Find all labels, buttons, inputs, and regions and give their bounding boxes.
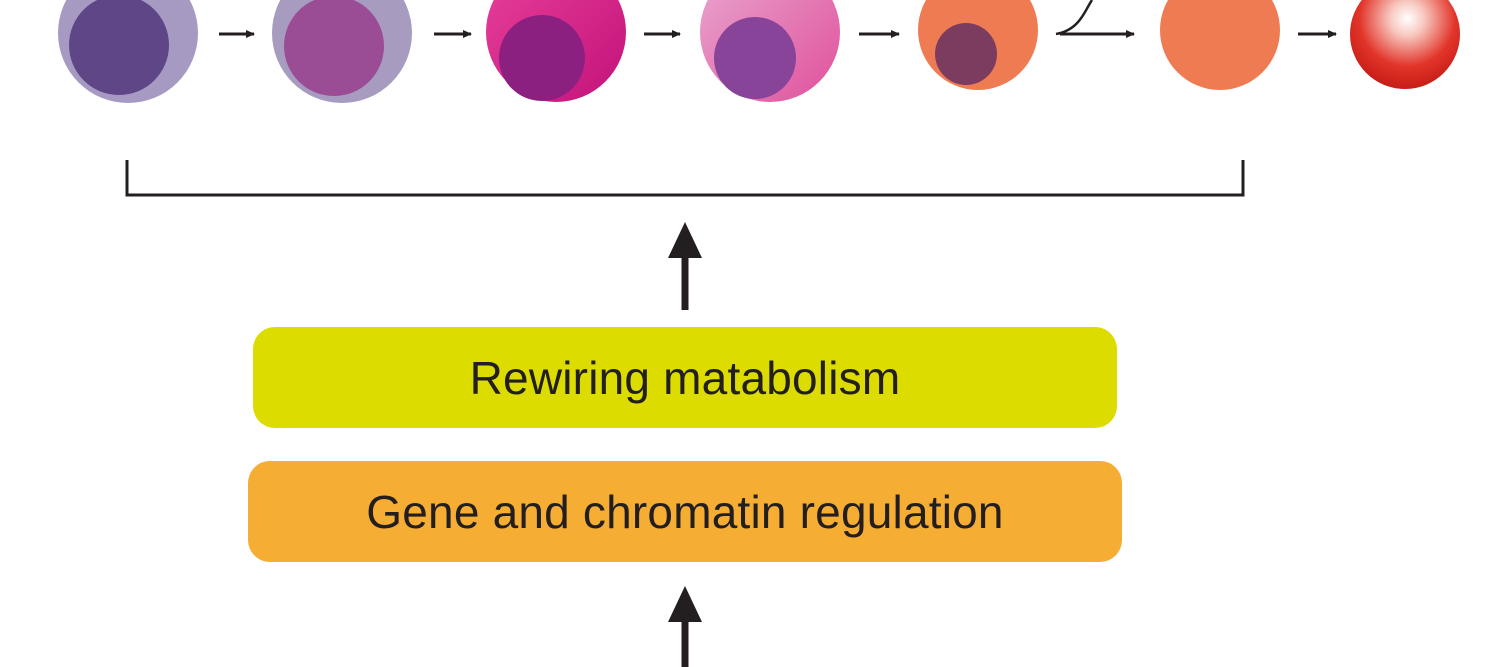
cell-4-nucleus [714, 17, 796, 99]
cell-1-nucleus [69, 0, 169, 95]
cell-6 [1160, 0, 1280, 90]
cell-5-nucleus [935, 23, 997, 85]
arrow-5-6 [1055, 0, 1135, 38]
cell-3-nucleus [499, 15, 585, 101]
cell-3 [486, 0, 626, 102]
cell-1 [58, 0, 198, 103]
gene-chromatin-regulation-label: Gene and chromatin regulation [366, 485, 1004, 538]
bracket [125, 160, 1245, 197]
cell-7 [1350, 0, 1460, 89]
cell-7-outer [1350, 0, 1460, 89]
cell-4 [700, 0, 840, 102]
gene-chromatin-regulation-box: Gene and chromatin regulation [248, 461, 1122, 562]
rewiring-metabolism-label: Rewiring matabolism [469, 351, 901, 404]
up-arrow-upper [668, 222, 702, 310]
rewiring-metabolism-box: Rewiring matabolism [253, 327, 1117, 428]
cell-5 [918, 0, 1038, 90]
cell-6-outer [1160, 0, 1280, 90]
cell-2 [272, 0, 412, 103]
cell-2-nucleus [284, 0, 384, 96]
up-arrow-lower [668, 586, 702, 667]
